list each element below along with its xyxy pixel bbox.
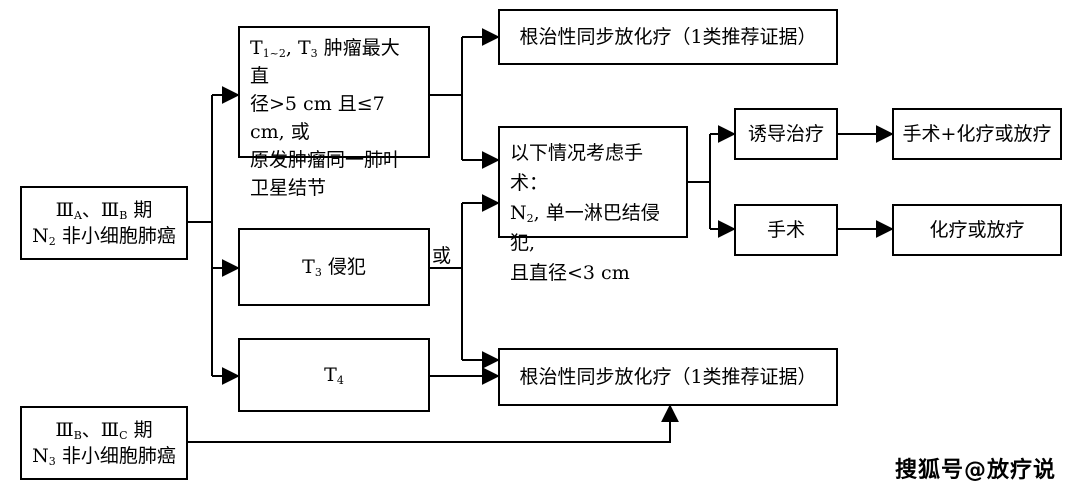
chemo-radio-label: 化疗或放疗 [929,219,1025,241]
t1-2-criteria-box: T1~2, T3 肿瘤最大直 径>5 cm 且≤7 cm, 或 原发肿瘤同一肺叶… [238,26,430,199]
surgery-chemo-label: 手术+化疗或放疗 [902,123,1052,145]
consider-line2: N2, 单一淋巴结侵犯, [510,202,660,254]
t12-line1: T1~2, T3 肿瘤最大直 [250,37,400,87]
induction-label: 诱导治疗 [747,123,824,145]
surgery-box: 手术 [734,204,838,256]
stage-iiib-iiic-n3-box: ⅢB、ⅢC 期 N3 非小细胞肺癌 [20,406,188,480]
stage-b-line1: ⅢB、ⅢC 期 [55,419,153,442]
radical-bottom-label: 根治性同步放化疗（1类推荐证据） [519,366,817,388]
t12-line3: 原发肿瘤同一肺叶 [250,149,403,171]
induction-therapy-box: 诱导治疗 [734,108,838,160]
stage-b-line2: N3 非小细胞肺癌 [32,445,176,468]
stage-a-line1: ⅢA、ⅢB 期 [55,199,153,222]
surgery-plus-chemo-or-radio-box: 手术+化疗或放疗 [892,108,1062,160]
stage-iiia-iiib-n2-box: ⅢA、ⅢB 期 N2 非小细胞肺癌 [20,186,188,260]
consider-line1: 以下情况考虑手术： [510,142,644,194]
t4-box: T4 [238,338,430,412]
t12-line2: 径>5 cm 且≤7 cm, 或 [250,93,385,143]
radical-chemoradiotherapy-top-box: 根治性同步放化疗（1类推荐证据） [498,9,838,65]
stage-a-line2: N2 非小细胞肺癌 [32,225,176,248]
radical-chemoradiotherapy-bottom-box: 根治性同步放化疗（1类推荐证据） [498,348,838,406]
t4-label: T4 [324,364,344,387]
chemo-or-radiotherapy-box: 化疗或放疗 [892,204,1062,256]
consider-line3: 且直径<3 cm [510,262,630,284]
surgery-consideration-box: 以下情况考虑手术： N2, 单一淋巴结侵犯, 且直径<3 cm [498,126,688,284]
arrow-stage-b-to-radical-bottom [188,404,679,443]
t3-invasion-box: T3 侵犯 [238,228,430,306]
or-label: 或 [432,245,452,267]
t3-label: T3 侵犯 [302,256,366,279]
watermark: 搜狐号@放疗说 [894,458,1056,483]
surgery-label: 手术 [766,219,805,241]
t12-line4: 卫星结节 [250,177,327,199]
radical-top-label: 根治性同步放化疗（1类推荐证据） [519,26,817,48]
